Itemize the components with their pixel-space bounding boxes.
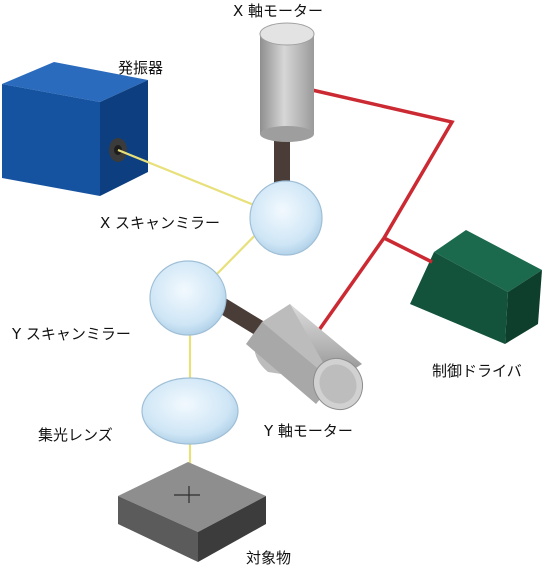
target-label: 対象物 — [246, 549, 292, 567]
wire-driver — [383, 236, 433, 264]
y-axis-motor — [214, 296, 364, 411]
y-scan-mirror-label: Y スキャンミラー — [12, 325, 131, 343]
x-motor-shaft — [274, 132, 290, 192]
control-wires — [310, 88, 455, 342]
oscillator-label: 発振器 — [118, 59, 164, 77]
oscillator-box — [2, 62, 148, 196]
y-scan-mirror — [149, 260, 227, 336]
wire-x-motor — [310, 88, 455, 342]
control-driver-box — [410, 230, 542, 344]
x-scan-mirror-label: X スキャンミラー — [100, 214, 221, 232]
focus-lens — [141, 377, 239, 445]
y-motor-shaft — [214, 296, 268, 338]
y-axis-motor-label: Y 軸モーター — [264, 422, 353, 440]
x-axis-motor-label: X 軸モーター — [233, 2, 324, 20]
x-scan-mirror — [249, 180, 323, 256]
focus-lens-label: 集光レンズ — [38, 426, 113, 444]
control-driver-label: 制御ドライバ — [432, 362, 522, 380]
target-crosshair — [174, 486, 200, 503]
target-block — [118, 462, 266, 562]
x-axis-motor — [259, 22, 315, 192]
